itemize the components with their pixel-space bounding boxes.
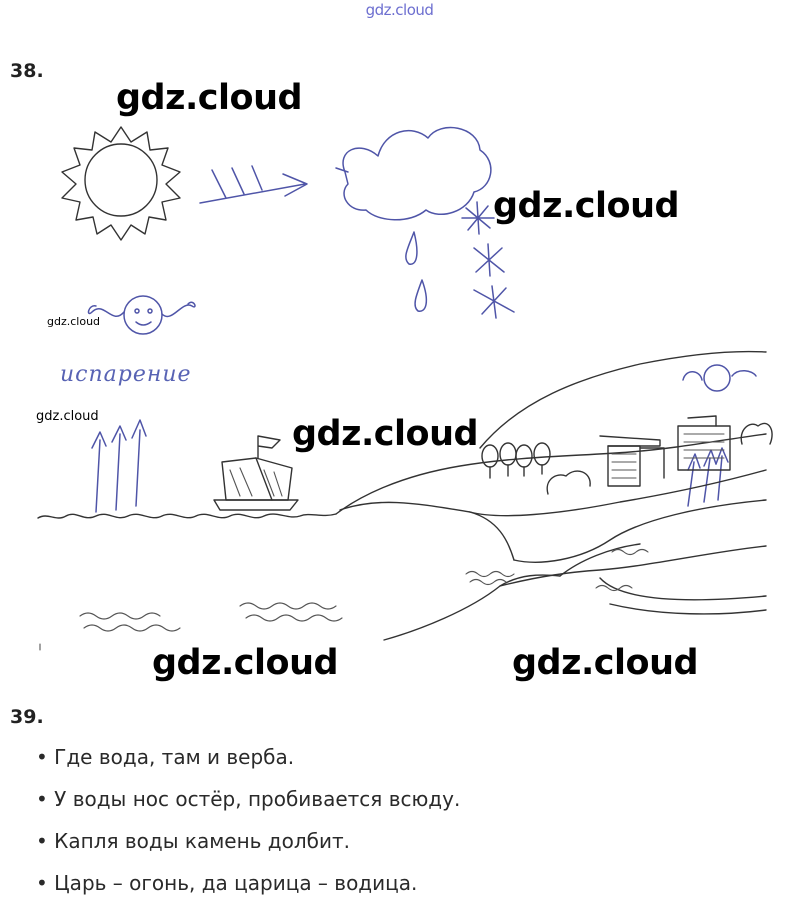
list-item: Царь – огонь, да царица – водица. xyxy=(36,866,460,908)
watermark: gdz.cloud xyxy=(47,315,101,328)
watermark: gdz.cloud xyxy=(36,409,99,424)
list-item: Капля воды камень долбит. xyxy=(36,824,460,866)
trees-drawing xyxy=(481,422,773,495)
sea-line-drawing xyxy=(37,513,337,519)
sailboat-drawing xyxy=(213,435,299,511)
hill-face-drawing xyxy=(682,364,757,392)
list-item: У воды нос остёр, пробивается всюду. xyxy=(36,782,460,824)
task-39-number: 39. xyxy=(10,706,44,728)
small-face-drawing xyxy=(87,295,196,335)
list-item: Где вода, там и верба. xyxy=(36,740,460,782)
rain-drop-drawing xyxy=(414,279,428,312)
buildings-drawing xyxy=(599,415,731,487)
task-38-number: 38. xyxy=(10,60,44,82)
watermark: gdz.cloud xyxy=(292,414,479,454)
snowflake-drawing xyxy=(461,201,515,319)
evaporation-arrows-drawing xyxy=(687,447,729,507)
watermark: gdz.cloud xyxy=(116,78,303,118)
evaporation-label: испарение xyxy=(60,362,192,387)
watermark: gdz.cloud xyxy=(493,186,680,226)
watermark: gdz.cloud xyxy=(152,643,339,683)
cloud-drawing xyxy=(342,126,492,221)
arrow-drawing xyxy=(199,165,308,204)
river-drawing xyxy=(383,574,561,641)
sun-drawing xyxy=(61,126,181,241)
watermark: gdz.cloud xyxy=(512,643,699,683)
proverb-list: Где вода, там и верба. У воды нос остёр,… xyxy=(36,740,460,908)
hill-drawing xyxy=(479,350,767,449)
waves-drawing xyxy=(79,548,649,632)
top-watermark: gdz.cloud xyxy=(365,1,434,19)
water-cycle-drawing xyxy=(37,126,773,651)
rain-drop-drawing xyxy=(405,231,418,265)
evaporation-arrows-drawing xyxy=(91,419,147,513)
coastline-drawing xyxy=(335,433,767,515)
